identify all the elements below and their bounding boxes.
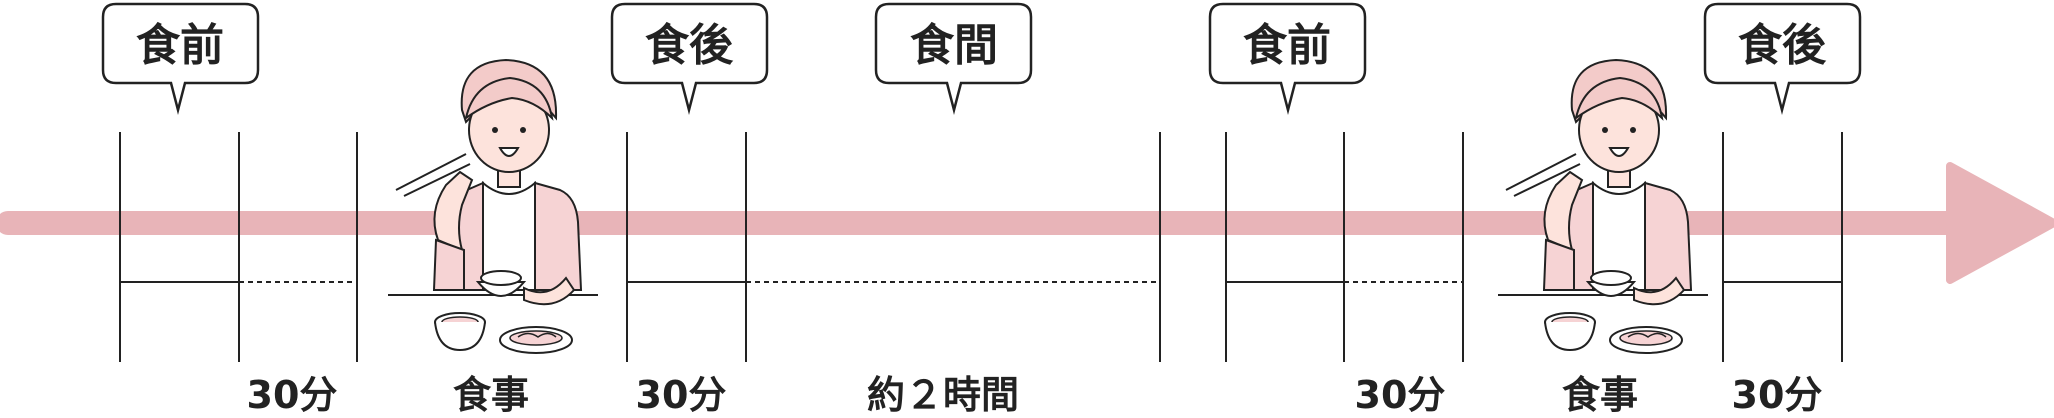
interval-label: 30分 xyxy=(636,373,727,417)
bubble-label: 食前 xyxy=(1243,20,1331,71)
person-eating-1 xyxy=(387,59,599,354)
bubble-5: 食後 xyxy=(1703,2,1862,115)
bubble-label: 食前 xyxy=(136,20,224,71)
interval-label: 30分 xyxy=(247,373,338,417)
bubble-4: 食前 xyxy=(1208,2,1367,115)
bubble-label: 食間 xyxy=(910,20,998,71)
interval-label: 約２時間 xyxy=(867,373,1019,417)
timeline-ticks xyxy=(119,132,1843,362)
interval-label: 30分 xyxy=(1732,373,1823,417)
bubble-3: 食間 xyxy=(874,2,1033,115)
interval-label: 食事 xyxy=(453,373,529,417)
interval-label: 30分 xyxy=(1355,373,1446,417)
bubble-label: 食後 xyxy=(645,20,734,71)
interval-label: 食事 xyxy=(1562,373,1638,417)
timeline-arrow xyxy=(0,162,2054,284)
bubble-label: 食後 xyxy=(1738,20,1827,71)
person-eating-2 xyxy=(1497,59,1709,354)
bubble-2: 食後 xyxy=(610,2,769,115)
interval-labels: 30分 食事 30分 約２時間 30分 食事 30分 xyxy=(247,373,1823,417)
bubble-1: 食前 xyxy=(101,2,260,115)
